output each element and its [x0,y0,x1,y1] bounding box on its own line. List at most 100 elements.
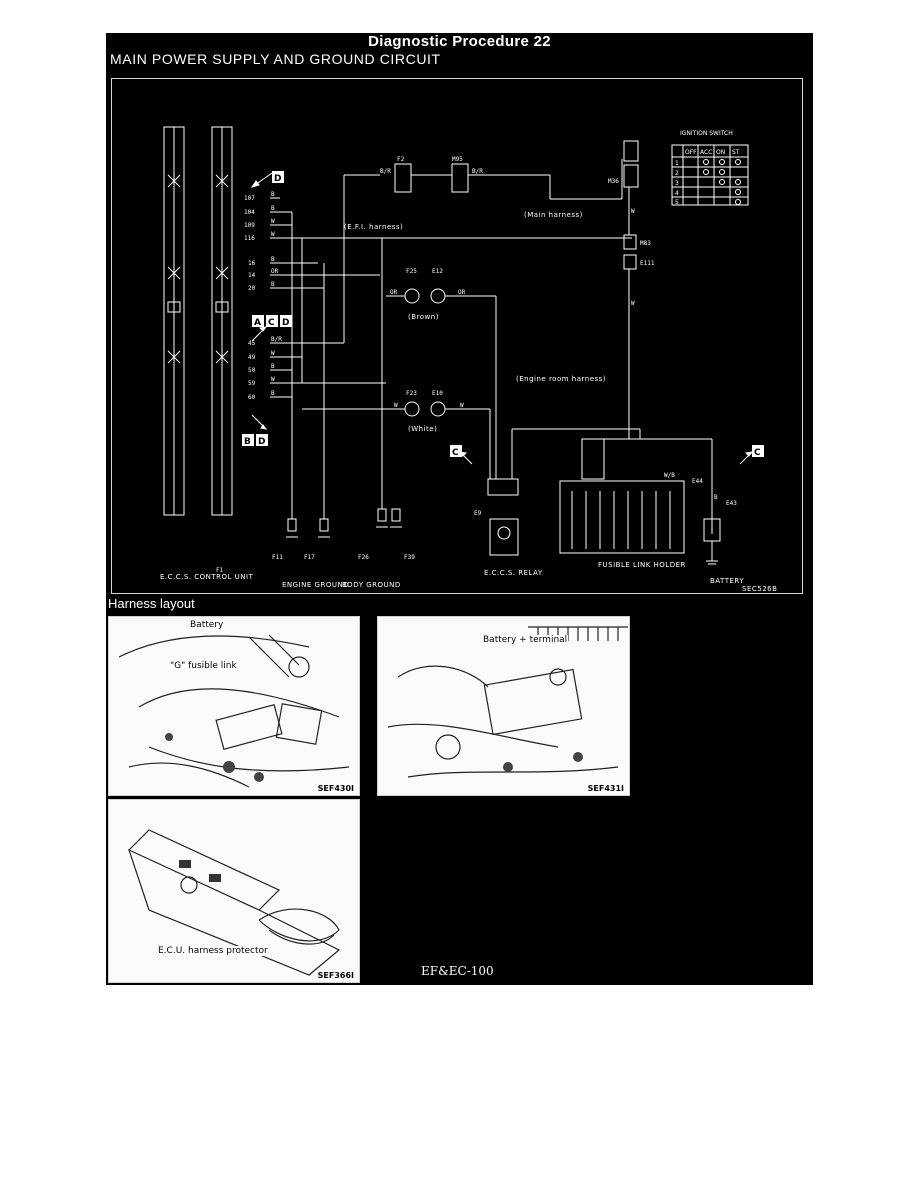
connector-color-brown: (Brown) [408,313,439,321]
harness-layout-heading: Harness layout [108,596,195,611]
connector-e43: E43 [726,500,737,507]
page-number: EF&EC-100 [421,964,494,978]
ignition-switch-label: IGNITION SWITCH [680,130,733,137]
harness-label-engine-room: (Engine room harness) [516,375,606,383]
wire-code-b: B [271,191,275,198]
pin-45: 45 [248,340,256,347]
ign-col-off: OFF [685,149,697,156]
ref-c-relay: C [452,448,459,458]
ecu-connector-left [163,126,185,516]
ref-c-battery: C [754,448,761,458]
pin-50: 50 [248,367,256,374]
pin-107: 107 [244,195,255,202]
wire-code-br: B/R [271,336,282,343]
page-subtitle: MAIN POWER SUPPLY AND GROUND CIRCUIT [110,51,441,67]
connector-e44: E44 [692,478,703,485]
photo-code: SEF430I [316,784,355,793]
photo-illustration [378,617,629,795]
photo-code: SEF431I [586,784,625,793]
connector-m36: M36 [608,178,619,185]
label-battery: BATTERY [710,577,744,585]
wire-code-b: B [271,390,275,397]
label-relay: E.C.C.S. RELAY [484,569,543,577]
wire-code-w: W [271,376,275,383]
callout-g-fusible-link: "G" fusible link [169,661,238,671]
ign-row-3: 3 [675,180,679,187]
harness-label-efi: (E.F.I. harness) [344,223,403,231]
ref-d-low: D [258,437,266,447]
connector-f2: F2 [397,156,405,163]
wire-code-b: B [271,363,275,370]
photo-illustration [109,617,359,795]
wire-code-w: W [631,208,635,215]
connector-m95: M95 [452,156,463,163]
ref-d-mid: D [282,318,290,328]
pin-116: 116 [244,235,255,242]
wire-code-br: B/R [472,168,483,175]
wire-code-wb: W/B [664,472,675,479]
connector-e111: E111 [640,260,655,267]
manual-page: Diagnostic Procedure 22 MAIN POWER SUPPL… [106,33,813,985]
photo-code: SEF366I [316,971,355,980]
pin-20: 20 [248,285,256,292]
connector-e9: E9 [474,510,482,517]
pin-60: 60 [248,394,256,401]
callout-battery-plus-terminal: Battery + terminal [482,635,569,645]
wire-code-b: B [271,256,275,263]
photo-battery-terminal: Battery + terminal SEF431I [377,616,630,796]
connector-f25: F25 [406,268,417,275]
ref-a: A [254,318,261,328]
wire-code-br: B/R [380,168,391,175]
harness-label-main: (Main harness) [524,211,583,219]
pin-14: 14 [248,272,256,279]
connector-f26: F26 [358,554,369,561]
photo-battery-fusible-link: Battery "G" fusible link SEF430I [108,616,360,796]
pin-59: 59 [248,380,256,387]
wire-code-w: W [271,218,275,225]
ign-row-2: 2 [675,170,679,177]
ref-c-mid: C [268,318,275,328]
wiring-diagram-panel: D A C D B D C C 107 104 109 116 16 14 20… [111,78,803,594]
pin-104: 104 [244,209,255,216]
callout-battery: Battery [189,620,225,630]
wire-code-b: B [714,494,718,501]
page-title: Diagnostic Procedure 22 [368,33,551,50]
wire-code-w: W [271,231,275,238]
ign-row-4: 4 [675,190,679,197]
wiring-diagram: D A C D B D C C 107 104 109 116 16 14 20… [160,126,777,593]
connector-f23: F23 [406,390,417,397]
wire-code-w: W [460,402,464,409]
connector-m83: M83 [640,240,651,247]
connector-f1: F1 [216,567,224,574]
ign-col-st: ST [732,149,740,156]
wire-code-or: OR [458,289,466,296]
wire-code-or: OR [390,289,398,296]
label-ecu: E.C.C.S. CONTROL UNIT [160,573,254,581]
connector-f17: F17 [304,554,315,561]
pin-16: 16 [248,260,256,267]
wire-code-or: OR [271,268,279,275]
photo-ecu-harness-protector: E.C.U. harness protector SEF366I [108,799,360,983]
pin-109: 109 [244,222,255,229]
label-engine-ground-1: ENGINE GROUND [282,581,349,589]
label-body-ground: BODY GROUND [342,581,401,589]
ign-row-5: 5 [675,199,679,206]
wire-code-b: B [271,281,275,288]
wire-code-w: W [394,402,398,409]
label-fusible-link-holder: FUSIBLE LINK HOLDER [598,561,686,569]
connector-color-white: (White) [408,425,437,433]
ign-col-on: ON [716,149,725,156]
ref-b: B [244,437,251,447]
ign-row-1: 1 [675,160,679,167]
pin-49: 49 [248,354,256,361]
wire-code-b: B [271,205,275,212]
connector-f11: F11 [272,554,283,561]
wire-code-w: W [271,350,275,357]
callout-ecu-harness-protector: E.C.U. harness protector [157,946,269,956]
connector-f39: F39 [404,554,415,561]
connector-e12: E12 [432,268,443,275]
ref-d-top: D [274,174,282,184]
diagram-code: SEC526B [742,585,777,593]
ign-col-acc: ACC [700,149,712,156]
ecu-connector-right [211,126,233,516]
